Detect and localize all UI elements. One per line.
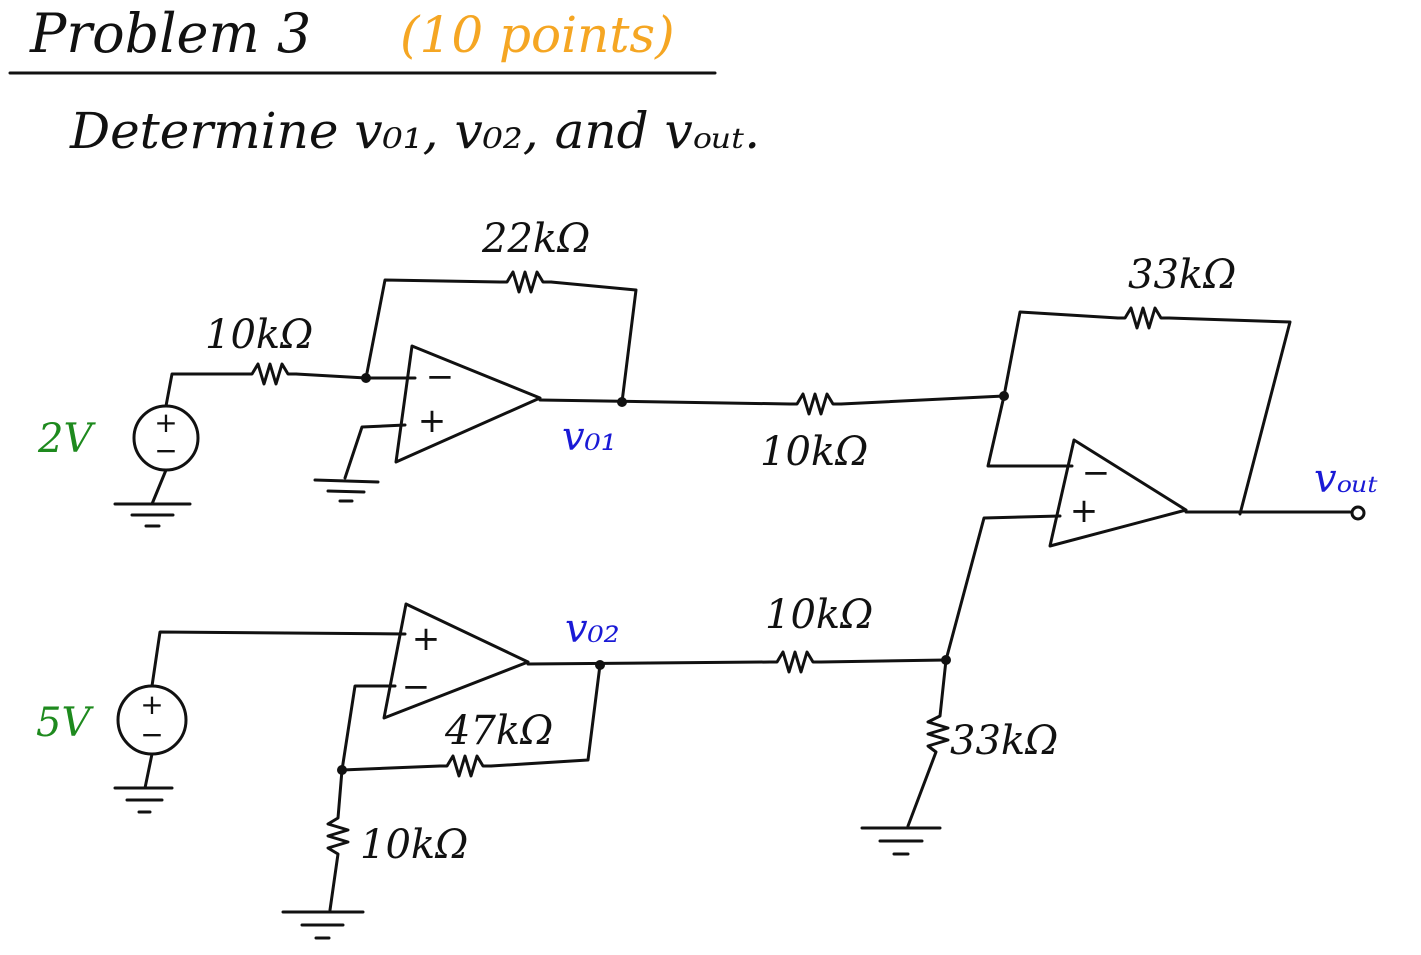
wire-src1-top	[164, 372, 247, 408]
wire-inv3-input	[986, 394, 1074, 468]
resistor-r-f2-label: 47kΩ	[444, 708, 553, 754]
opamp-3: − +	[1048, 438, 1188, 548]
resistor-r-in1	[243, 362, 298, 386]
source-2v-label: 2V	[37, 416, 96, 462]
ground-src2	[113, 786, 174, 814]
node-vo1-label: v₀₁	[562, 414, 617, 460]
wire-to-noninv3	[819, 658, 948, 664]
node-vo2-label: v₀₂	[565, 606, 620, 652]
wire-src2-top	[150, 630, 407, 688]
resistor-r-f3	[1116, 306, 1171, 330]
resistor-r-f3-label: 33kΩ	[1128, 252, 1236, 298]
resistor-r-g2-label: 10kΩ	[360, 822, 468, 868]
source-5v-label: 5V	[36, 700, 94, 746]
wire-feedback3-right	[1167, 316, 1292, 516]
svg-text:−: −	[426, 357, 455, 397]
wire-src1-ground	[150, 468, 168, 506]
resistor-r-g2	[326, 768, 350, 912]
wire-feedback1-left	[364, 278, 502, 380]
resistor-r-in3-label: 10kΩ	[765, 592, 873, 638]
wire-feedback2-right	[489, 663, 602, 768]
resistor-r-mid	[788, 392, 843, 416]
resistor-r-f2	[438, 754, 493, 778]
wire-feedback1-right	[549, 280, 638, 404]
svg-text:−: −	[402, 667, 431, 707]
svg-text:−: −	[154, 434, 177, 467]
resistor-r-in1-label: 10kΩ	[205, 312, 313, 358]
resistor-r-f1	[498, 270, 553, 294]
points-label: (10 points)	[400, 6, 675, 64]
source-2v: + −	[132, 404, 200, 472]
ground-2	[281, 910, 365, 940]
wire-inv2-node	[340, 684, 397, 772]
wire-feedback2-left	[340, 764, 442, 772]
wire-vo1-out	[538, 398, 792, 406]
wire-src2-ground	[143, 752, 154, 790]
opamp-1: − +	[394, 344, 542, 464]
svg-text:−: −	[1082, 453, 1111, 493]
ground-1	[313, 478, 380, 503]
wire-vo2-out	[526, 660, 772, 666]
resistor-r-g3	[906, 658, 950, 828]
ground-3	[860, 826, 942, 856]
svg-text:−: −	[140, 718, 163, 751]
resistor-r-g3-label: 33kΩ	[950, 718, 1058, 764]
source-5v: + −	[116, 684, 188, 756]
junction-vo2	[595, 660, 605, 670]
instruction-text: Determine v₀₁, v₀₂, and vₒᵤₜ.	[69, 102, 760, 160]
resistor-r-mid-label: 10kΩ	[760, 429, 868, 475]
problem-title: Problem 3	[29, 2, 311, 65]
svg-text:+: +	[418, 401, 447, 441]
wire-to-inv3	[839, 394, 1006, 406]
terminal-vout	[1350, 505, 1366, 521]
wire-noninv1-ground	[343, 423, 407, 480]
resistor-r-f1-label: 22kΩ	[481, 216, 590, 262]
svg-text:+: +	[1070, 491, 1099, 531]
node-vout-label: vₒᵤₜ	[1314, 456, 1378, 502]
svg-text:+: +	[140, 688, 163, 721]
wire-feedback3-left	[1002, 310, 1120, 398]
svg-text:+: +	[412, 619, 441, 659]
resistor-r-in3	[768, 650, 823, 674]
opamp-2: + −	[382, 602, 530, 720]
wire-noninv3-input	[944, 514, 1062, 662]
ground-src1	[113, 502, 192, 528]
svg-text:+: +	[154, 406, 177, 439]
wire-inv1-node	[294, 372, 417, 380]
